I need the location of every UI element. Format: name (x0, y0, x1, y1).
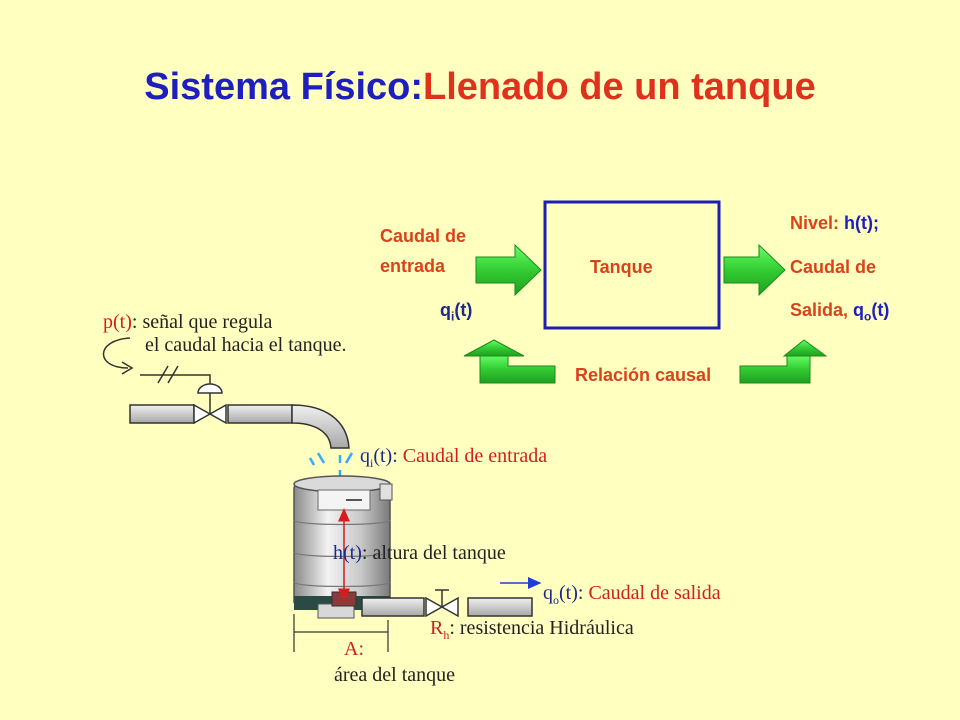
inlet-valve (193, 403, 227, 425)
input-symbol: qi(t) (440, 300, 473, 324)
output-line2: Caudal de (790, 257, 877, 277)
page-title: Sistema Físico:Llenado de un tanque (0, 66, 960, 109)
tank-block-label: Tanque (590, 257, 653, 277)
outflow-label: qo(t): Caudal de salida (543, 582, 721, 607)
output-arrow (723, 243, 786, 297)
resistance-label: Rh: resistencia Hidráulica (430, 617, 634, 642)
causal-relation-label: Relación causal (575, 365, 712, 385)
area-symbol: A: (344, 638, 364, 660)
causal-arrow-right (739, 354, 811, 384)
inlet-pipe-right (227, 404, 293, 424)
inlet-pipe-left (129, 404, 195, 424)
inflow-dashes (308, 452, 354, 476)
causal-arrow-right-head (782, 339, 828, 357)
inlet-elbow (291, 404, 350, 449)
output-line1: Nivel: h(t); (790, 213, 880, 233)
inflow-label: qi(t): Caudal de entrada (360, 445, 548, 470)
outlet-pipe-left (361, 597, 425, 617)
output-line3: Salida, qo(t) (790, 300, 890, 324)
causal-arrow-left (479, 354, 556, 384)
signal-label-line1: p(t): señal que regula (103, 311, 273, 333)
area-label: área del tanque (334, 664, 456, 686)
input-label-line2: entrada (380, 256, 446, 276)
outlet-pipe-right (467, 597, 533, 617)
valve-actuator (197, 383, 223, 394)
input-label-line1: Caudal de (380, 226, 467, 246)
input-arrow (475, 243, 542, 297)
area-dimension (293, 614, 389, 652)
title-part-1: Sistema Físico: (144, 66, 424, 108)
tank-block (543, 200, 721, 330)
height-label: h(t): altura del tanque (333, 542, 506, 564)
causal-arrow-left-head (463, 339, 525, 357)
signal-curve-arrow (102, 337, 131, 369)
title-part-2: Llenado de un tanque (423, 66, 816, 108)
signal-label-line2: el caudal hacia el tanque. (145, 334, 347, 356)
